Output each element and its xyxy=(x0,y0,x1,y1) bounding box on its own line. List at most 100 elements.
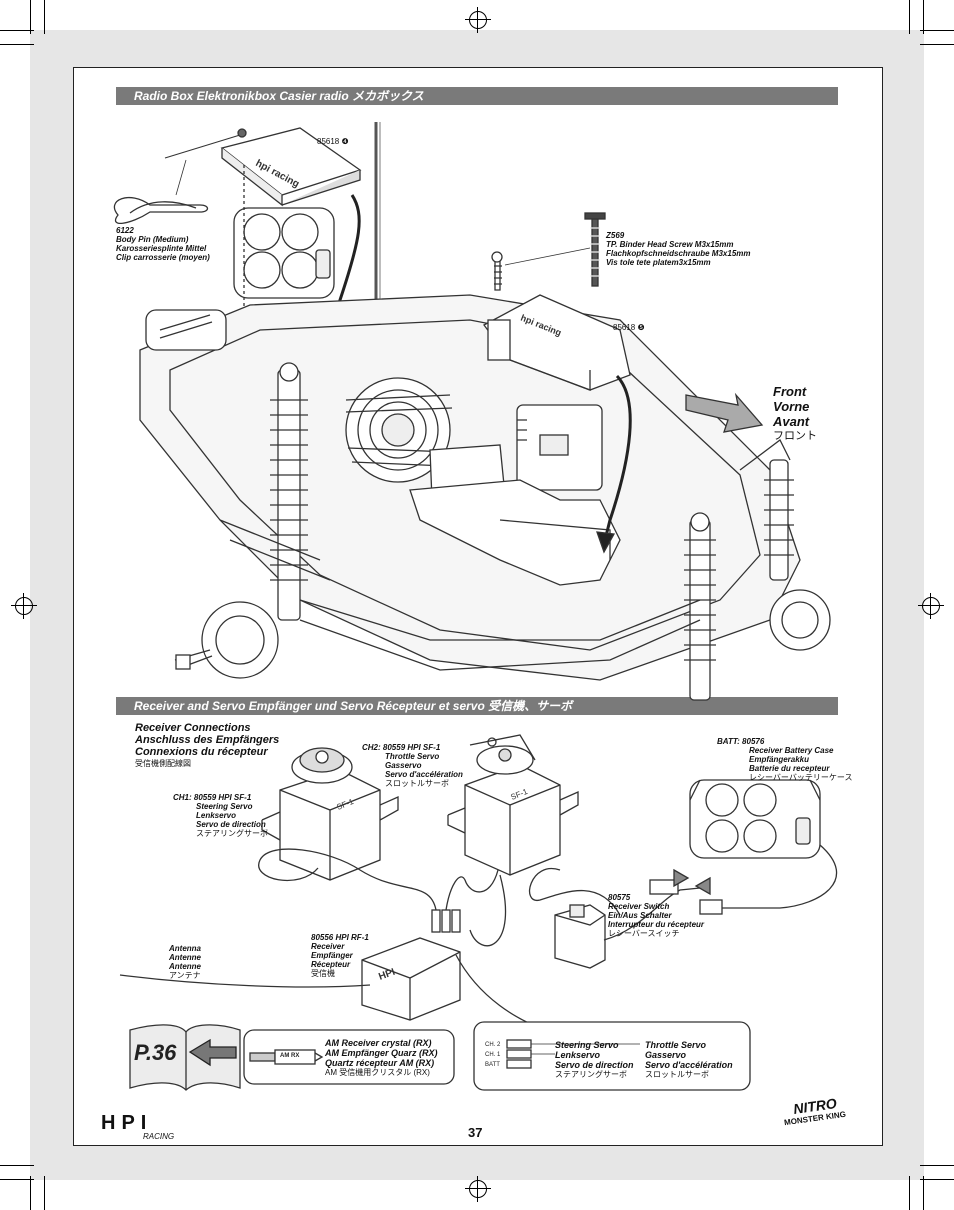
hpi-racing-logo: HPI RACING xyxy=(101,1112,196,1141)
legend-throttle: Throttle Servo Gasservo Servo d'accéléra… xyxy=(645,1040,733,1080)
antenna-jp: アンテナ xyxy=(169,971,201,980)
receiver-servo-header: Receiver and Servo Empfänger und Servo R… xyxy=(116,697,838,715)
ch1-de: Lenkservo xyxy=(196,811,237,820)
switch-jp: レシーバースイッチ xyxy=(608,929,680,938)
crop-mark xyxy=(0,1165,34,1166)
antenna-en: Antenna xyxy=(169,944,201,953)
crop-mark xyxy=(920,44,954,45)
crop-mark xyxy=(920,1179,954,1180)
ch2-part: 80559 HPI SF-1 xyxy=(382,743,441,752)
ch1-label: CH1: 80559 HPI SF-1 Steering Servo Lenks… xyxy=(173,793,268,838)
ch1-en: Steering Servo xyxy=(196,802,253,811)
screw-fr: Vis tole tete platem3x15mm xyxy=(606,258,711,267)
crystal-label: AM Receiver crystal (RX) AM Empfänger Qu… xyxy=(325,1038,438,1078)
crop-mark xyxy=(44,1176,45,1210)
ch1-fr: Servo de direction xyxy=(196,820,266,829)
page-reference[interactable]: P.36 xyxy=(134,1040,177,1065)
front-jp: フロント xyxy=(773,430,817,442)
screw-de: Flachkopfschneidschraube M3x15mm xyxy=(606,249,751,258)
crop-mark xyxy=(909,0,910,34)
antenna-fr: Antenne xyxy=(169,962,201,971)
crystal-marking: AM RX xyxy=(280,1053,300,1059)
legend-throttle-de: Gasservo xyxy=(645,1050,687,1060)
switch-fr: Interrupteur du récepteur xyxy=(608,920,705,929)
crop-mark xyxy=(30,1176,31,1210)
body-pin-en: Body Pin (Medium) xyxy=(116,235,189,244)
hpi-logo-sub: RACING xyxy=(143,1132,175,1141)
screw-number: Z569 xyxy=(606,231,625,240)
crop-mark xyxy=(909,1176,910,1210)
legend-throttle-en: Throttle Servo xyxy=(645,1040,707,1050)
receiver-part: 80556 HPI RF-1 xyxy=(311,933,369,942)
ch2-de: Gasservo xyxy=(385,761,422,770)
crop-mark xyxy=(923,1176,924,1210)
switch-label: 80575 Receiver Switch Ein/Aus Schalter I… xyxy=(608,893,704,938)
connections-fr: Connexions du récepteur xyxy=(135,746,268,758)
radio-box-header: Radio Box Elektronikbox Casier radio メカボ… xyxy=(116,87,838,105)
legend-steering-fr: Servo de direction xyxy=(555,1060,634,1070)
legend-steering-de: Lenkservo xyxy=(555,1050,601,1060)
switch-de: Ein/Aus Schalter xyxy=(608,911,672,920)
receiver-jp: 受信機 xyxy=(311,969,335,978)
registration-mark xyxy=(465,1176,491,1202)
crop-mark xyxy=(0,30,34,31)
ch2-jp: スロットルサーボ xyxy=(385,779,449,788)
legend-throttle-jp: スロットルサーボ xyxy=(645,1070,709,1079)
part-85618-a: 85618 ❹ xyxy=(317,137,349,146)
connections-jp: 受信機側配線図 xyxy=(135,759,191,768)
receiver-fr: Récepteur xyxy=(311,960,351,969)
screw-en: TP. Binder Head Screw M3x15mm xyxy=(606,240,734,249)
batt-en: Receiver Battery Case xyxy=(749,746,834,755)
receiver-connections-title: Receiver Connections Anschluss des Empfä… xyxy=(135,722,279,770)
channel-ch1: CH. 1 xyxy=(485,1052,501,1058)
legend-steering-jp: ステアリングサーボ xyxy=(555,1070,627,1079)
receiver-label: 80556 HPI RF-1 Receiver Empfänger Récept… xyxy=(311,933,369,978)
part-85618-b: 85618 ❺ xyxy=(613,323,645,332)
hpi-logo-text: HPI xyxy=(101,1112,153,1134)
crystal-jp: AM 受信機用クリスタル (RX) xyxy=(325,1068,430,1077)
ch2-fr: Servo d'accélération xyxy=(385,770,463,779)
body-pin-number: 6122 xyxy=(116,226,134,235)
crop-mark xyxy=(30,0,31,34)
ch1-tag: CH1: xyxy=(173,793,192,802)
body-pin-de: Karosseriesplinte Mittel xyxy=(116,244,207,253)
front-fr: Avant xyxy=(773,414,810,429)
legend-steering-en: Steering Servo xyxy=(555,1040,619,1050)
body-pin-label: 6122 Body Pin (Medium) Karosseriesplinte… xyxy=(116,226,210,262)
front-de: Vorne xyxy=(773,399,810,414)
legend-throttle-fr: Servo d'accélération xyxy=(645,1060,733,1070)
channel-batt: BATT xyxy=(485,1062,500,1068)
batt-de: Empfängerakku xyxy=(749,755,810,764)
batt-jp: レシーバーバッテリーケース xyxy=(749,773,853,782)
svg-text:HPI: HPI xyxy=(377,967,397,983)
switch-en: Receiver Switch xyxy=(608,902,670,911)
batt-fr: Batterie du recepteur xyxy=(749,764,830,773)
crop-mark xyxy=(44,0,45,34)
page-number: 37 xyxy=(468,1125,483,1140)
crop-mark xyxy=(0,1179,34,1180)
front-direction-label: Front Vorne Avant フロント xyxy=(773,384,817,444)
channel-ch2: CH. 2 xyxy=(485,1042,501,1048)
nitro-monster-king-logo: NITRO MONSTER KING xyxy=(775,1095,855,1138)
legend-steering: Steering Servo Lenkservo Servo de direct… xyxy=(555,1040,634,1080)
crystal-en: AM Receiver crystal (RX) xyxy=(325,1038,432,1048)
crop-mark xyxy=(920,30,954,31)
channel-list: CH. 2 CH. 1 BATT xyxy=(485,1040,500,1070)
crop-mark xyxy=(0,44,34,45)
antenna-label: Antenna Antenne Antenne アンテナ xyxy=(169,944,201,980)
crop-mark xyxy=(920,1165,954,1166)
ch2-tag: CH2: xyxy=(362,743,381,752)
connections-de: Anschluss des Empfängers xyxy=(135,734,280,746)
batt-part: 80576 xyxy=(742,737,765,746)
registration-mark xyxy=(918,593,944,619)
crystal-de: AM Empfänger Quarz (RX) xyxy=(325,1048,438,1058)
crop-mark xyxy=(923,0,924,34)
receiver-de: Empfänger xyxy=(311,951,353,960)
registration-mark xyxy=(465,7,491,33)
switch-part: 80575 xyxy=(608,893,631,902)
ch2-label: CH2: 80559 HPI SF-1 Throttle Servo Gasse… xyxy=(362,743,463,788)
receiver-en: Receiver xyxy=(311,942,345,951)
receiver-servo-title: Receiver and Servo Empfänger und Servo R… xyxy=(134,699,573,713)
connections-en: Receiver Connections xyxy=(135,722,251,734)
